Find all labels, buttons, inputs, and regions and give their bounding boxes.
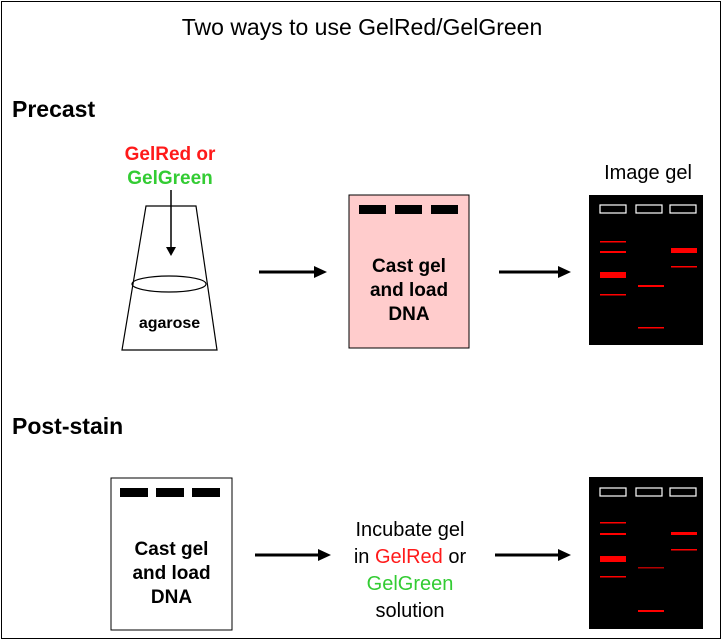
poststain-arrow-1-head (318, 549, 331, 561)
poststain-imaged-gel (589, 477, 703, 629)
precast-band (600, 241, 626, 243)
precast-arrow-2-head (558, 266, 571, 278)
precast-band (671, 248, 697, 253)
precast-cast-line1: Cast gel (372, 256, 446, 277)
poststain-well-3 (192, 488, 220, 497)
precast-well-1 (359, 205, 386, 214)
precast-well-2 (395, 205, 422, 214)
precast-band (600, 251, 626, 253)
pour-arrow-head (166, 247, 176, 256)
precast-band (671, 266, 697, 268)
precast-band (600, 272, 626, 278)
poststain-image-well-3 (669, 487, 697, 497)
poststain-band (671, 532, 697, 535)
precast-image-well-1 (599, 204, 627, 214)
poststain-heading: Post-stain (12, 413, 124, 439)
poststain-band (671, 549, 697, 551)
poststain-band (600, 576, 626, 578)
precast-cast-line3: DNA (388, 304, 430, 325)
poststain-cast-line3: DNA (150, 587, 193, 608)
precast-stain-gelred: GelRed or (124, 144, 216, 165)
incubate-line1: Incubate gel (355, 519, 465, 541)
incubate-gelgreen-text: GelGreen (366, 573, 454, 595)
poststain-arrow-2-head (558, 549, 571, 561)
poststain-image-well-2 (635, 487, 663, 497)
precast-arrow-1-head (314, 266, 327, 278)
precast-image-well-2 (635, 204, 663, 214)
incubate-in-text: in (353, 546, 375, 568)
poststain-band (638, 610, 664, 612)
poststain-band (600, 522, 626, 524)
agarose-label: agarose (138, 315, 201, 332)
agarose-flask (121, 205, 218, 351)
precast-cast-line2: and load (369, 280, 449, 301)
poststain-band (600, 533, 626, 535)
poststain-band (600, 556, 626, 562)
image-gel-label: Image gel (604, 162, 692, 184)
precast-image-well-3 (669, 204, 697, 214)
precast-band (600, 294, 626, 296)
incubate-or-text: or (442, 546, 467, 568)
precast-band (638, 285, 664, 287)
poststain-white-gel (110, 477, 233, 631)
diagram-title: Two ways to use GelRed/GelGreen (181, 14, 543, 40)
poststain-band (638, 567, 664, 569)
precast-well-3 (431, 205, 458, 214)
incubate-gelred-text: GelRed (374, 546, 443, 568)
poststain-image-well-1 (599, 487, 627, 497)
precast-pink-gel (348, 194, 470, 349)
poststain-well-2 (156, 488, 184, 497)
agarose-surface (131, 275, 207, 293)
poststain-cast-line1: Cast gel (134, 539, 209, 560)
incubate-line4: solution (375, 600, 445, 622)
precast-stain-gelgreen: GelGreen (127, 168, 213, 189)
poststain-cast-line2: and load (132, 563, 211, 584)
incubate-line2: in GelRed or (330, 544, 490, 571)
precast-imaged-gel (589, 195, 703, 345)
poststain-well-1 (120, 488, 148, 497)
precast-heading: Precast (12, 96, 96, 122)
precast-band (638, 327, 664, 329)
